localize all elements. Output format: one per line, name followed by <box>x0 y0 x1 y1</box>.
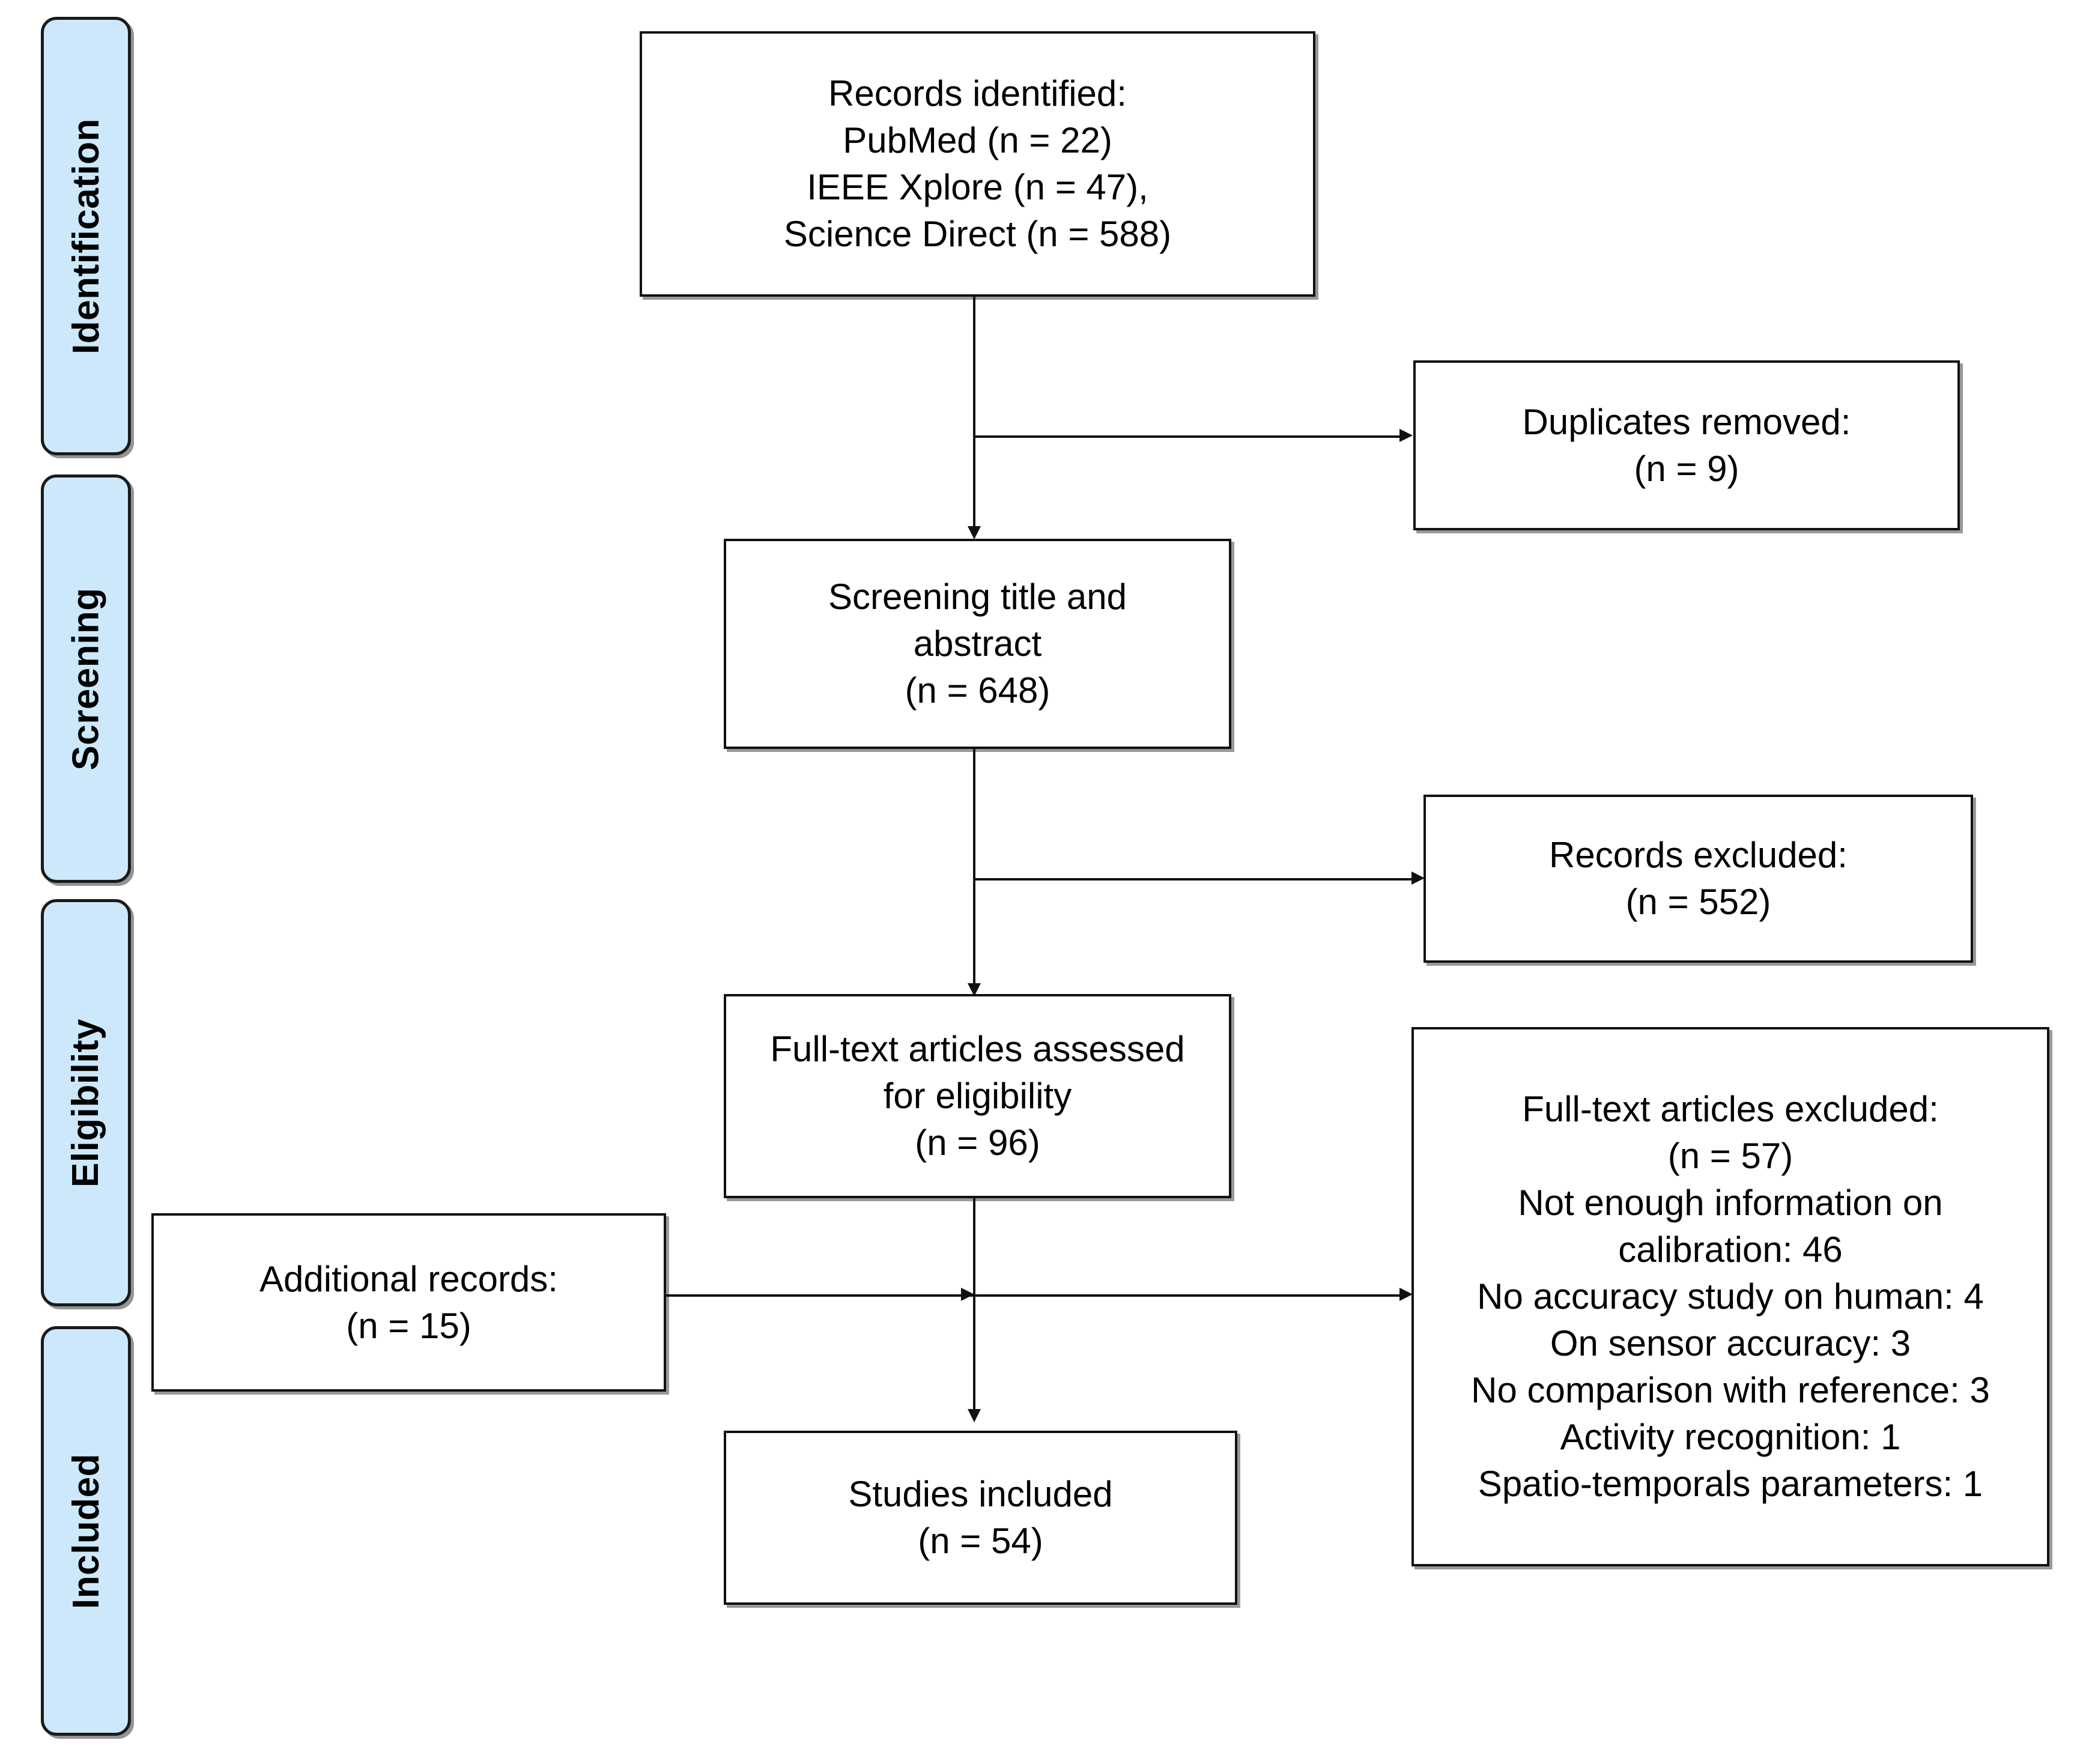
connector-to-fulltext-excluded <box>973 1294 1399 1297</box>
records-identified-line-3: IEEE Xplore (n = 47), <box>807 167 1148 207</box>
fulltext-excluded-line-4: calibration: 46 <box>1618 1229 1843 1270</box>
arrowhead-to-screening <box>968 526 981 539</box>
stage-screening-label: Screening <box>65 587 107 771</box>
stage-screening: Screening <box>41 474 131 883</box>
connector-screening-to-fulltext <box>973 749 975 983</box>
node-duplicates-removed: Duplicates removed: (n = 9) <box>1413 360 1960 530</box>
node-additional-records: Additional records: (n = 15) <box>151 1213 666 1392</box>
records-identified-line-4: Science Direct (n = 588) <box>783 214 1172 254</box>
fulltext-excluded-line-8: Activity recognition: 1 <box>1560 1417 1901 1457</box>
connector-fulltext-to-included <box>973 1198 975 1420</box>
stage-identification-label: Identification <box>65 118 107 354</box>
additional-records-line-2: (n = 15) <box>346 1305 471 1346</box>
arrowhead-to-duplicates-removed <box>1399 429 1413 442</box>
fulltext-excluded-line-7: No comparison with reference: 3 <box>1471 1370 1990 1410</box>
records-excluded-line-1: Records excluded: <box>1549 835 1848 875</box>
arrowhead-to-studies-included <box>968 1409 981 1422</box>
fulltext-excluded-line-5: No accuracy study on human: 4 <box>1477 1276 1984 1317</box>
studies-included-line-2: (n = 54) <box>918 1521 1043 1561</box>
connector-additional-records-to-spine <box>666 1294 974 1297</box>
node-records-identified: Records identified: PubMed (n = 22) IEEE… <box>640 31 1315 297</box>
node-fulltext-assessed: Full-text articles assessed for eligibil… <box>724 994 1231 1198</box>
records-excluded-line-2: (n = 552) <box>1625 882 1771 922</box>
fulltext-assessed-line-3: (n = 96) <box>915 1123 1040 1163</box>
node-screening-title-abstract: Screening title and abstract (n = 648) <box>724 539 1231 749</box>
arrowhead-additional-records-merge <box>961 1288 974 1301</box>
screening-line-2: abstract <box>913 623 1042 664</box>
node-studies-included: Studies included (n = 54) <box>724 1431 1237 1605</box>
fulltext-excluded-line-2: (n = 57) <box>1667 1136 1793 1176</box>
stage-identification: Identification <box>41 17 131 455</box>
screening-line-1: Screening title and <box>828 577 1127 617</box>
node-fulltext-excluded: Full-text articles excluded: (n = 57) No… <box>1411 1027 2049 1566</box>
studies-included-line-1: Studies included <box>848 1474 1113 1514</box>
connector-identified-to-screening <box>973 297 975 526</box>
fulltext-excluded-line-3: Not enough information on <box>1518 1183 1943 1223</box>
connector-to-records-excluded <box>973 878 1411 880</box>
stage-included-label: Included <box>65 1453 107 1609</box>
screening-line-3: (n = 648) <box>905 670 1051 711</box>
stage-eligibility-label: Eligibility <box>65 1018 107 1187</box>
arrowhead-to-records-excluded <box>1411 871 1425 885</box>
duplicates-removed-line-2: (n = 9) <box>1634 448 1739 489</box>
stage-included: Included <box>41 1326 131 1736</box>
fulltext-assessed-line-1: Full-text articles assessed <box>770 1029 1185 1069</box>
additional-records-line-1: Additional records: <box>259 1258 558 1299</box>
fulltext-assessed-line-2: for eligibility <box>883 1076 1072 1116</box>
fulltext-excluded-line-6: On sensor accuracy: 3 <box>1550 1323 1911 1363</box>
records-identified-line-1: Records identified: <box>828 73 1127 114</box>
connector-to-duplicates-removed <box>973 435 1399 438</box>
records-identified-line-2: PubMed (n = 22) <box>843 120 1112 160</box>
fulltext-excluded-line-9: Spatio-temporals parameters: 1 <box>1478 1464 1983 1504</box>
stage-eligibility: Eligibility <box>41 899 131 1306</box>
fulltext-excluded-line-1: Full-text articles excluded: <box>1522 1089 1939 1129</box>
arrowhead-to-fulltext-assessed <box>968 983 981 996</box>
duplicates-removed-line-1: Duplicates removed: <box>1522 401 1851 442</box>
arrowhead-to-fulltext-excluded <box>1399 1288 1413 1301</box>
node-records-excluded: Records excluded: (n = 552) <box>1423 795 1973 963</box>
